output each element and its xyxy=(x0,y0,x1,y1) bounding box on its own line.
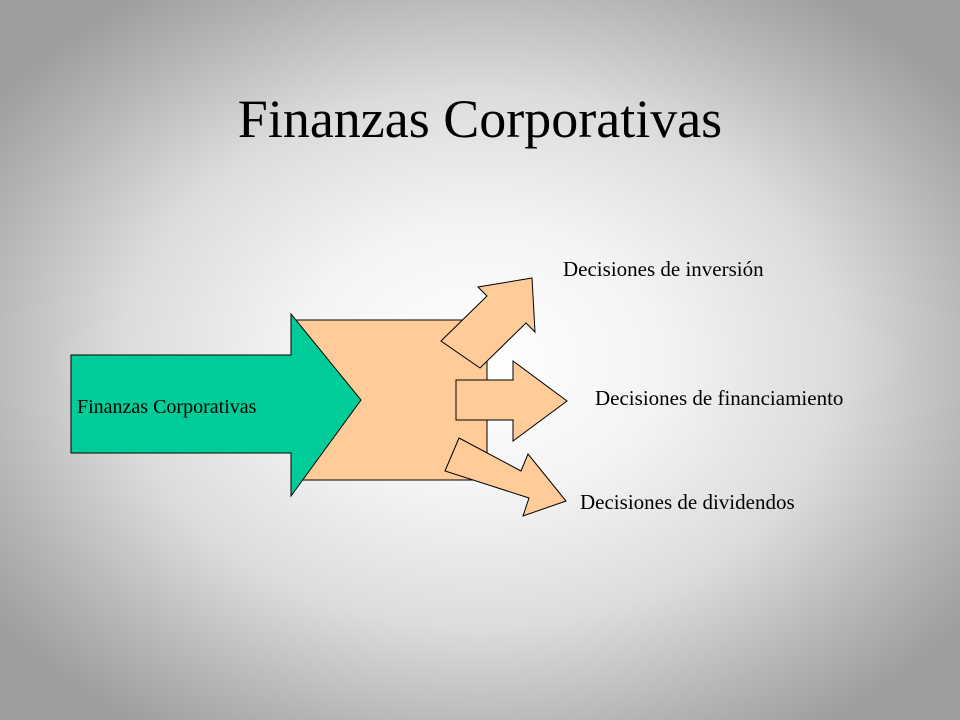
label-decisiones-dividendos: Decisiones de dividendos xyxy=(580,490,795,514)
arrow-financiamiento xyxy=(455,360,568,442)
main-arrow-label: Finanzas Corporativas xyxy=(77,396,257,418)
arrow-dividendos xyxy=(444,437,567,517)
label-decisiones-financiamiento: Decisiones de financiamiento xyxy=(595,386,844,410)
arrow-inversion xyxy=(440,277,536,369)
label-decisiones-inversion: Decisiones de inversión xyxy=(563,257,764,281)
main-arrow xyxy=(70,312,362,498)
slide-title: Finanzas Corporativas xyxy=(237,89,723,149)
